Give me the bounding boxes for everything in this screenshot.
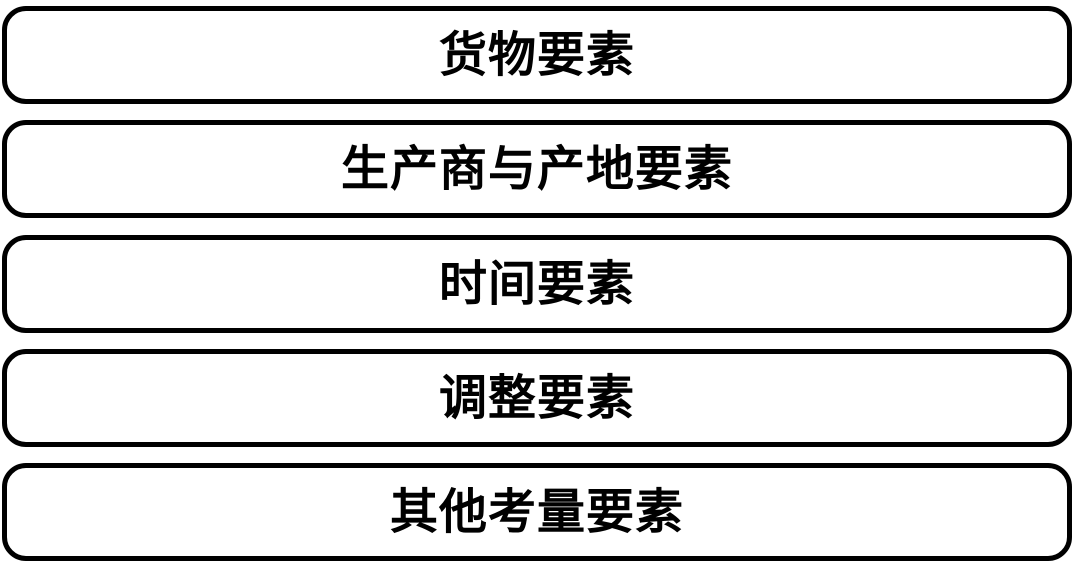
other-considerations-element-box: 其他考量要素 [2,463,1072,561]
box-label: 货物要素 [438,27,635,83]
box-label: 生产商与产地要素 [340,141,733,197]
box-label: 调整要素 [438,370,635,426]
time-element-box: 时间要素 [2,235,1072,333]
box-label: 其他考量要素 [389,484,684,540]
box-label: 时间要素 [438,256,635,312]
adjustment-element-box: 调整要素 [2,349,1072,447]
producer-origin-element-box: 生产商与产地要素 [2,120,1072,218]
goods-element-box: 货物要素 [2,6,1072,104]
